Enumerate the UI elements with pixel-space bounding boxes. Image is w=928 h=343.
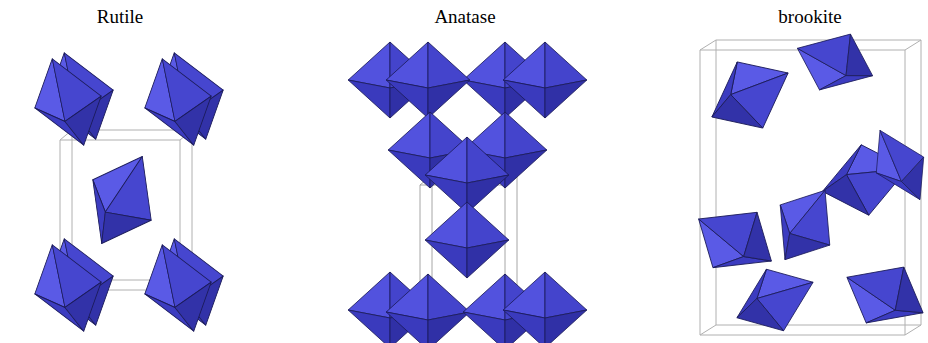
structure-label: Rutile — [97, 6, 143, 29]
structure-label: Anatase — [434, 6, 495, 29]
structure-label: brookite — [778, 6, 841, 29]
